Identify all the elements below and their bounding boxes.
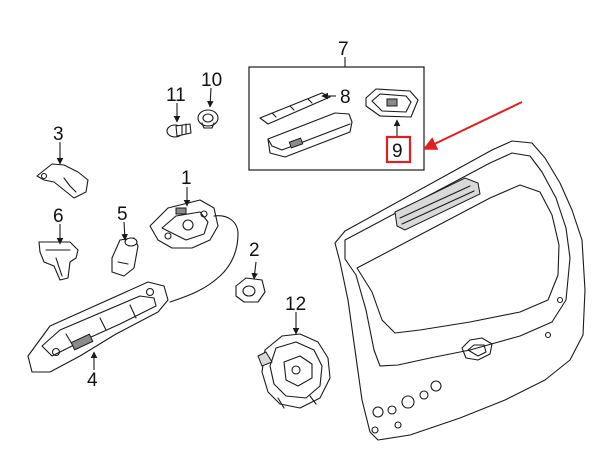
latch-1 xyxy=(149,187,239,303)
callout-12: 12 xyxy=(285,294,306,315)
callout-11: 11 xyxy=(166,85,186,106)
highlight-pointer-arrow xyxy=(422,101,523,150)
leader-5 xyxy=(121,221,128,241)
cover-cap xyxy=(365,88,419,136)
bracket-6 xyxy=(38,224,79,281)
leader-2 xyxy=(251,261,258,280)
callout-9-highlight-box xyxy=(385,135,412,164)
bracket-3 xyxy=(36,142,89,199)
callout-5: 5 xyxy=(117,204,128,225)
switch-5 xyxy=(111,221,139,277)
callout-9: 9 xyxy=(392,141,403,162)
handle-assembly xyxy=(259,92,353,158)
liftgate-panel xyxy=(334,140,586,441)
fastener-11 xyxy=(166,103,192,138)
callout-7: 7 xyxy=(338,39,349,60)
callout-10: 10 xyxy=(201,70,222,91)
callout-2: 2 xyxy=(249,240,260,261)
housing-12 xyxy=(257,312,331,409)
actuator-4 xyxy=(27,281,169,373)
callout-3: 3 xyxy=(53,124,64,145)
clip-2 xyxy=(235,261,266,303)
fastener-10 xyxy=(197,87,219,129)
callout-6: 6 xyxy=(53,206,64,227)
callout-8: 8 xyxy=(340,87,351,108)
kit-group-box xyxy=(248,66,425,171)
callout-1: 1 xyxy=(181,168,192,189)
leader-10 xyxy=(207,87,214,108)
callout-4: 4 xyxy=(87,370,98,391)
